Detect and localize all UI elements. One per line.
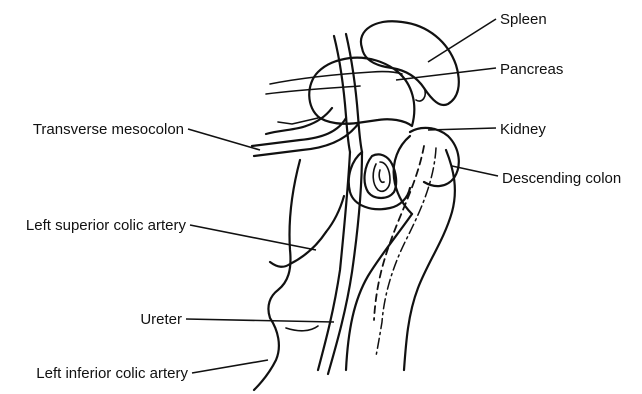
leader-left-superior-colic-artery bbox=[190, 225, 316, 250]
label-transverse-mesocolon: Transverse mesocolon bbox=[33, 121, 184, 138]
label-ureter: Ureter bbox=[140, 311, 182, 328]
left-colic-arteries-shape bbox=[254, 160, 344, 390]
leader-descending-colon bbox=[452, 166, 498, 176]
leader-transverse-mesocolon bbox=[188, 129, 260, 150]
label-kidney: Kidney bbox=[500, 121, 546, 138]
transverse-mesocolon-shape bbox=[252, 108, 358, 156]
label-spleen: Spleen bbox=[500, 11, 547, 28]
label-descending-colon: Descending colon bbox=[502, 170, 621, 187]
label-pancreas: Pancreas bbox=[500, 61, 563, 78]
leader-kidney bbox=[428, 128, 496, 130]
leader-spleen bbox=[428, 19, 496, 62]
leader-ureter bbox=[186, 319, 334, 322]
label-left-inferior-colic-artery: Left inferior colic artery bbox=[36, 365, 188, 382]
kidney-shape bbox=[349, 128, 459, 209]
leader-left-inferior-colic-artery bbox=[192, 360, 268, 373]
label-left-superior-colic-artery: Left superior colic artery bbox=[26, 217, 187, 234]
spleen-shape bbox=[361, 21, 459, 105]
ureter-shape bbox=[318, 152, 362, 374]
